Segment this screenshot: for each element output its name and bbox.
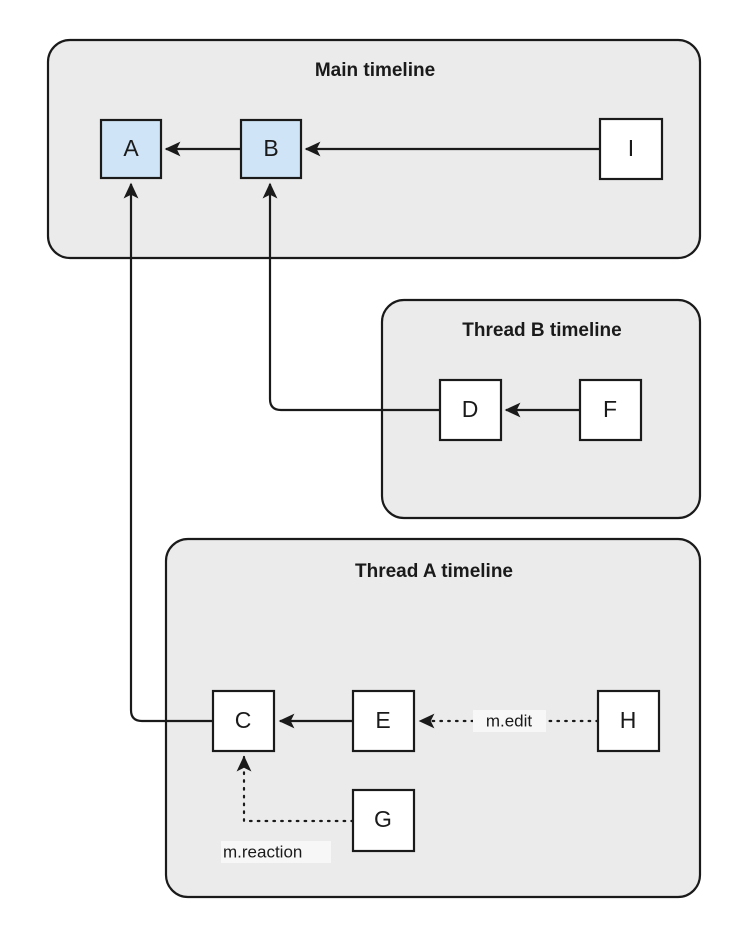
node-f-box[interactable]: [578, 378, 643, 442]
node-c-label: C: [235, 707, 252, 733]
group-thread-a-timeline-title: Thread A timeline: [355, 561, 513, 582]
node-g-box[interactable]: [351, 788, 416, 853]
group-main-timeline-title: Main timeline: [315, 60, 435, 81]
edge-label-m-edit-text: m.edit: [486, 711, 533, 730]
node-b[interactable]: B: [239, 118, 303, 180]
node-f[interactable]: F: [578, 378, 643, 442]
node-i[interactable]: I: [598, 117, 664, 181]
node-c[interactable]: C: [211, 689, 276, 753]
node-h-label: H: [620, 707, 637, 733]
node-h[interactable]: H: [596, 689, 661, 753]
node-c-box[interactable]: [211, 689, 276, 753]
node-d-box[interactable]: [438, 378, 503, 442]
node-a-label: A: [123, 135, 139, 161]
node-b-label: B: [263, 135, 278, 161]
edges: [123, 141, 600, 823]
edge-c-to-a: [123, 182, 213, 723]
node-d-label: D: [462, 396, 479, 422]
edge-label-m-edit-background: [473, 710, 546, 732]
nodes: A B I D F C E H: [99, 117, 664, 853]
node-i-label: I: [628, 135, 634, 161]
node-e-box[interactable]: [351, 689, 416, 753]
edge-label-m-edit: m.edit: [473, 710, 546, 732]
edge-d-to-b: [262, 182, 440, 412]
edge-label-m-reaction-text: m.reaction: [223, 842, 302, 861]
edge-g-to-c: [236, 755, 355, 823]
node-b-box[interactable]: [239, 118, 303, 180]
group-thread-b-timeline-title: Thread B timeline: [462, 320, 621, 341]
edge-label-m-reaction-background: [221, 841, 331, 863]
node-a-box[interactable]: [99, 118, 163, 180]
edge-label-m-reaction: m.reaction: [221, 841, 331, 863]
group-containers: Main timeline Thread B timeline Thread A…: [46, 38, 702, 899]
edge-labels: m.edit m.reaction: [221, 710, 546, 863]
node-e-label: E: [375, 707, 390, 733]
node-e[interactable]: E: [351, 689, 416, 753]
node-f-label: F: [603, 396, 617, 422]
node-d[interactable]: D: [438, 378, 503, 442]
node-h-box[interactable]: [596, 689, 661, 753]
node-g-label: G: [374, 806, 392, 832]
node-i-box[interactable]: [598, 117, 664, 181]
node-a[interactable]: A: [99, 118, 163, 180]
node-g[interactable]: G: [351, 788, 416, 853]
